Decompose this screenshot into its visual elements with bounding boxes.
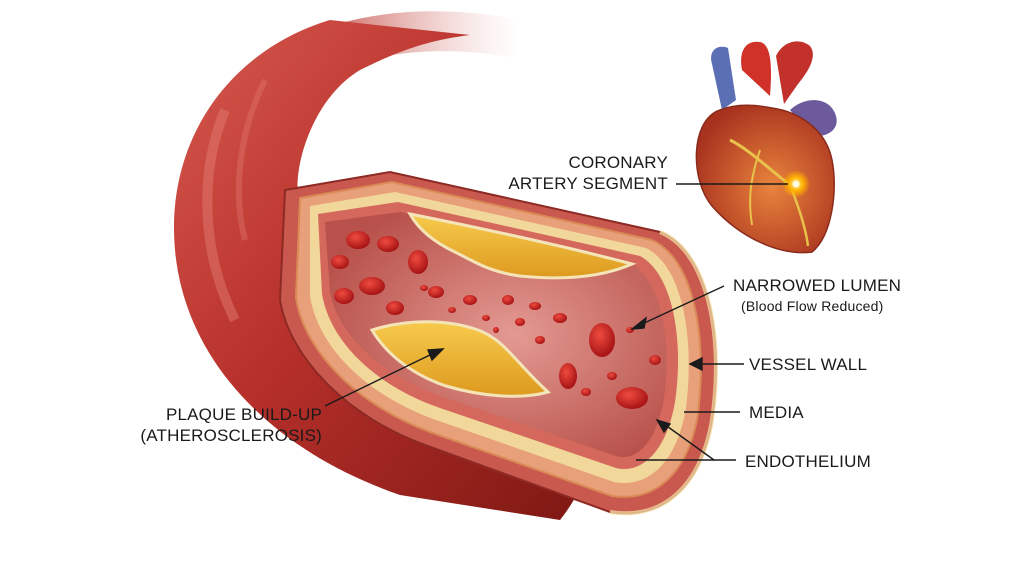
coronary-line2: ARTERY SEGMENT bbox=[508, 174, 668, 193]
heart-illustration bbox=[695, 41, 837, 254]
blood-cells bbox=[331, 231, 661, 409]
lumen-line1: NARROWED LUMEN bbox=[733, 276, 902, 295]
media-label: MEDIA bbox=[749, 403, 804, 422]
plaque-line2: (ATHEROSCLEROSIS) bbox=[140, 426, 322, 445]
vessel-wall-label: VESSEL WALL bbox=[749, 355, 868, 374]
coronary-artery-label: CORONARY ARTERY SEGMENT bbox=[500, 152, 668, 194]
lower-plaque bbox=[369, 320, 552, 398]
heart-body bbox=[695, 104, 835, 254]
leader-lines bbox=[324, 183, 788, 461]
plaque-label: PLAQUE BUILD-UP (ATHEROSCLEROSIS) bbox=[140, 404, 322, 446]
narrowed-lumen-label: NARROWED LUMEN (Blood Flow Reduced) bbox=[733, 275, 901, 317]
plaque-line1: PLAQUE BUILD-UP bbox=[165, 405, 322, 424]
coronary-line1: CORONARY bbox=[568, 153, 668, 172]
lumen-line2: (Blood Flow Reduced) bbox=[741, 298, 884, 314]
upper-plaque bbox=[407, 211, 637, 280]
endothelium-label: ENDOTHELIUM bbox=[745, 452, 871, 471]
